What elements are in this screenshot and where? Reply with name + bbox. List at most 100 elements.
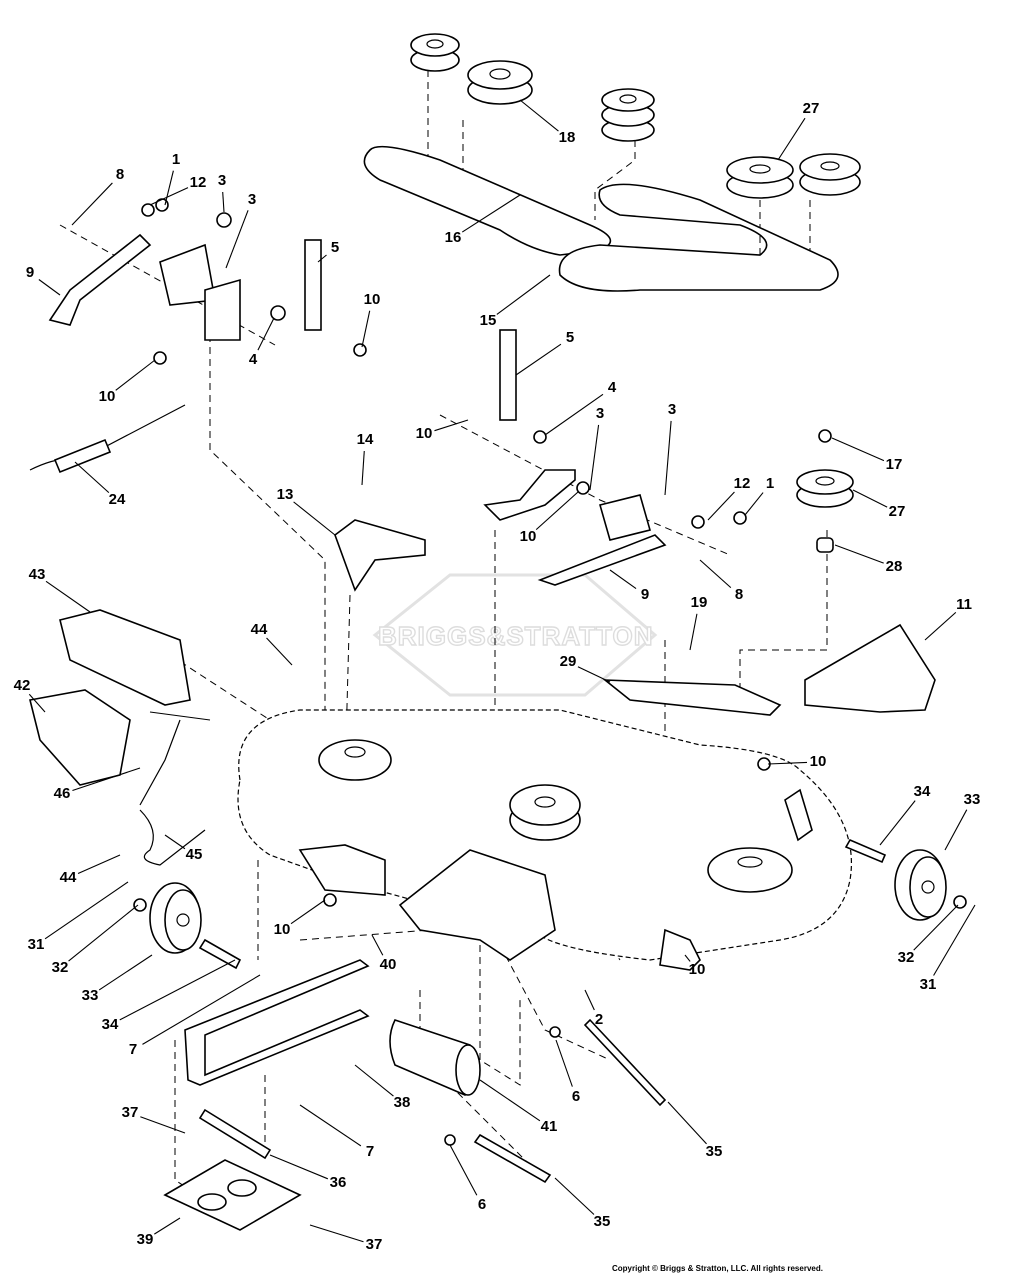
leader-line bbox=[944, 809, 968, 851]
leader-line bbox=[317, 254, 327, 263]
callout-number: 43 bbox=[29, 566, 46, 583]
pulleys bbox=[410, 33, 861, 553]
callout-5: 5 bbox=[317, 239, 339, 263]
leader-line bbox=[699, 559, 732, 589]
belts bbox=[363, 145, 839, 292]
callout-6: 6 bbox=[449, 1144, 486, 1213]
leader-line bbox=[831, 437, 885, 462]
callout-number: 10 bbox=[810, 753, 827, 770]
callout-9: 9 bbox=[26, 264, 61, 296]
leader-line bbox=[68, 904, 139, 962]
leader-line bbox=[115, 359, 156, 391]
callout-number: 38 bbox=[394, 1094, 411, 1111]
callout-9: 9 bbox=[609, 569, 649, 603]
spacer-28 bbox=[816, 537, 834, 553]
callout-38: 38 bbox=[354, 1064, 411, 1111]
callout-37: 37 bbox=[122, 1104, 186, 1134]
callout-10: 10 bbox=[520, 491, 579, 545]
callout-number: 11 bbox=[956, 596, 972, 613]
callout-16: 16 bbox=[445, 194, 521, 246]
leader-line bbox=[98, 954, 153, 991]
callout-number: 10 bbox=[274, 921, 291, 938]
front-bracket-assembly bbox=[163, 959, 667, 1231]
callout-40: 40 bbox=[371, 934, 396, 973]
leader-line bbox=[434, 419, 469, 432]
callout-43: 43 bbox=[29, 566, 91, 613]
callout-34: 34 bbox=[879, 783, 931, 846]
callout-number: 46 bbox=[54, 785, 71, 802]
callout-number: 39 bbox=[137, 1231, 154, 1248]
leader-line bbox=[933, 904, 976, 976]
callout-28: 28 bbox=[834, 544, 902, 575]
callout-35: 35 bbox=[667, 1101, 723, 1160]
callout-number: 44 bbox=[251, 621, 268, 638]
callout-24: 24 bbox=[74, 461, 126, 508]
callout-19: 19 bbox=[689, 594, 707, 651]
callout-number: 5 bbox=[331, 239, 339, 256]
callout-41: 41 bbox=[479, 1079, 557, 1135]
leader-line bbox=[667, 1101, 707, 1145]
leader-line bbox=[290, 899, 326, 925]
leader-line bbox=[309, 1224, 364, 1243]
discharge-chute bbox=[29, 609, 211, 866]
leader-line bbox=[913, 904, 959, 951]
callout-number: 3 bbox=[248, 191, 256, 208]
callout-number: 35 bbox=[706, 1143, 723, 1160]
callout-number: 37 bbox=[122, 1104, 139, 1121]
callout-number: 15 bbox=[480, 312, 497, 329]
callout-1: 1 bbox=[164, 151, 180, 206]
left-idler-assembly bbox=[29, 198, 367, 474]
leader-line bbox=[293, 501, 336, 536]
callout-number: 24 bbox=[109, 491, 126, 508]
callout-number: 7 bbox=[366, 1143, 374, 1160]
callout-number: 9 bbox=[641, 586, 649, 603]
copyright-notice: Copyright © Briggs & Stratton, LLC. All … bbox=[612, 1264, 823, 1273]
leader-line bbox=[74, 461, 110, 494]
leader-line bbox=[554, 1177, 595, 1215]
leader-line bbox=[154, 1217, 181, 1235]
callout-number: 27 bbox=[803, 100, 820, 117]
callout-12: 12 bbox=[149, 174, 206, 206]
leader-line bbox=[584, 989, 595, 1011]
callout-10: 10 bbox=[416, 419, 469, 442]
leader-line bbox=[834, 544, 884, 564]
callout-number: 8 bbox=[735, 586, 743, 603]
wheels bbox=[133, 757, 967, 970]
callout-number: 4 bbox=[249, 351, 258, 368]
idler-pulley-18 bbox=[467, 60, 533, 105]
callout-number: 27 bbox=[889, 503, 906, 520]
callout-2: 2 bbox=[584, 989, 603, 1028]
leader-line bbox=[589, 424, 600, 491]
leader-line bbox=[924, 611, 957, 641]
callout-number: 3 bbox=[218, 172, 226, 189]
callout-number: 9 bbox=[26, 264, 34, 281]
callout-31: 31 bbox=[920, 904, 976, 993]
leader-line bbox=[461, 194, 521, 233]
leader-line bbox=[77, 854, 121, 875]
callout-44: 44 bbox=[60, 854, 121, 886]
callout-29: 29 bbox=[560, 653, 611, 683]
callout-number: 14 bbox=[357, 431, 374, 448]
leader-line bbox=[222, 191, 225, 213]
callout-number: 13 bbox=[277, 486, 294, 503]
callout-7: 7 bbox=[129, 974, 261, 1058]
callout-number: 4 bbox=[608, 379, 617, 396]
callout-number: 2 bbox=[595, 1011, 603, 1028]
callout-number: 1 bbox=[766, 475, 774, 492]
callout-39: 39 bbox=[137, 1217, 181, 1248]
leader-line bbox=[777, 117, 806, 161]
callout-33: 33 bbox=[82, 954, 153, 1004]
leader-line bbox=[28, 693, 46, 713]
callout-number: 1 bbox=[172, 151, 180, 168]
leader-line bbox=[361, 310, 371, 348]
leader-line bbox=[361, 450, 365, 486]
callout-number: 10 bbox=[520, 528, 537, 545]
briggs-stratton-watermark-logo: BRIGGS&STRATTON bbox=[372, 573, 658, 697]
pulley-27b bbox=[799, 153, 861, 196]
callout-number: 16 bbox=[445, 229, 462, 246]
callout-number: 5 bbox=[566, 329, 574, 346]
callout-number: 29 bbox=[560, 653, 577, 670]
wheel-left bbox=[149, 882, 202, 954]
callout-27: 27 bbox=[777, 100, 820, 161]
